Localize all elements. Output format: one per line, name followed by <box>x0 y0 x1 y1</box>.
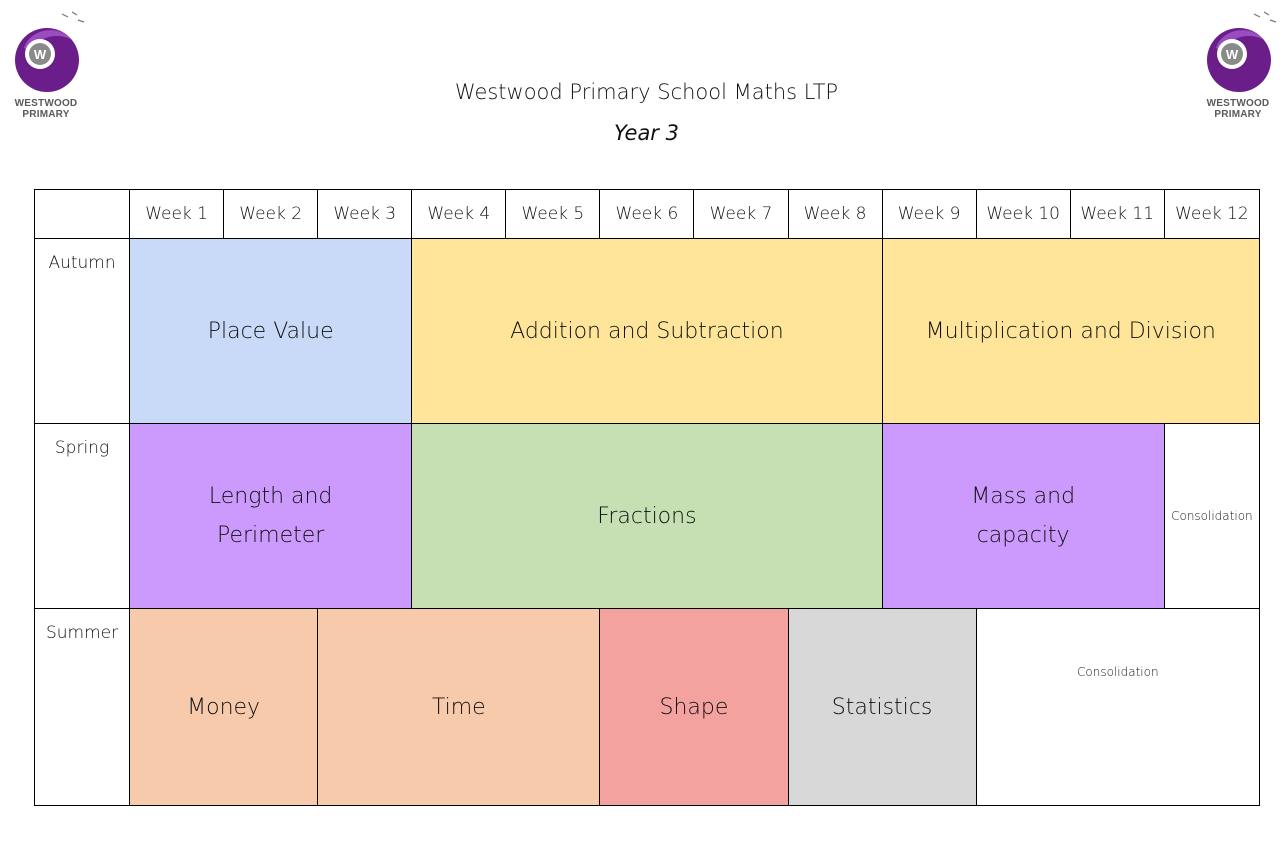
term-row-autumn: Autumn Place Value Addition and Subtract… <box>33 238 1261 424</box>
unit-block-place-value: Place Value <box>129 238 413 424</box>
unit-block-mass-capacity: Mass and capacity <box>881 423 1165 609</box>
unit-block-shape: Shape <box>599 608 789 806</box>
week-header-row: Week 1 Week 2 Week 3 Week 4 Week 5 Week … <box>33 189 1261 239</box>
term-label: Summer <box>33 608 131 806</box>
unit-block-length-perimeter: Length and Perimeter <box>129 423 413 609</box>
unit-block-money: Money <box>129 608 319 806</box>
unit-label: Length and Perimeter <box>208 484 333 548</box>
svg-text:W: W <box>34 47 47 62</box>
unit-block-consolidation: Consolidation <box>1163 423 1261 609</box>
week-header: Week 7 <box>693 189 789 239</box>
page-subtitle: Year 3 <box>614 121 679 145</box>
long-term-plan-table: Week 1 Week 2 Week 3 Week 4 Week 5 Week … <box>33 189 1261 806</box>
school-logo-left: W WESTWOOD PRIMARY <box>10 10 90 122</box>
logo-text: WESTWOOD PRIMARY <box>1206 98 1270 120</box>
week-header: Week 10 <box>975 189 1071 239</box>
header-corner-cell <box>33 189 131 239</box>
unit-block-statistics: Statistics <box>787 608 977 806</box>
unit-block-consolidation: Consolidation <box>975 608 1261 806</box>
unit-block-multiplication-division: Multiplication and Division <box>881 238 1261 424</box>
page-title: Westwood Primary School Maths LTP <box>454 80 839 104</box>
logo-text: WESTWOOD PRIMARY <box>14 98 78 120</box>
term-row-summer: Summer Money Time Shape Statistics Conso… <box>33 608 1261 806</box>
school-crest-icon: W <box>1207 11 1277 92</box>
week-header: Week 6 <box>599 189 695 239</box>
week-header: Week 5 <box>505 189 601 239</box>
week-header: Week 8 <box>787 189 883 239</box>
week-header: Week 2 <box>223 189 319 239</box>
school-logo-right: W WESTWOOD PRIMARY <box>1202 10 1282 122</box>
week-header: Week 9 <box>881 189 977 239</box>
term-row-spring: Spring Length and Perimeter Fractions Ma… <box>33 423 1261 609</box>
svg-text:W: W <box>1226 47 1239 62</box>
week-header: Week 4 <box>411 189 507 239</box>
school-crest-icon: W <box>15 11 85 92</box>
week-header: Week 1 <box>129 189 225 239</box>
term-label: Spring <box>33 423 131 609</box>
term-label: Autumn <box>33 238 131 424</box>
unit-block-addition-subtraction: Addition and Subtraction <box>411 238 883 424</box>
unit-label: Mass and capacity <box>971 484 1076 548</box>
week-header: Week 12 <box>1163 189 1261 239</box>
week-header: Week 11 <box>1069 189 1165 239</box>
unit-block-time: Time <box>317 608 601 806</box>
unit-block-fractions: Fractions <box>411 423 883 609</box>
week-header: Week 3 <box>317 189 413 239</box>
